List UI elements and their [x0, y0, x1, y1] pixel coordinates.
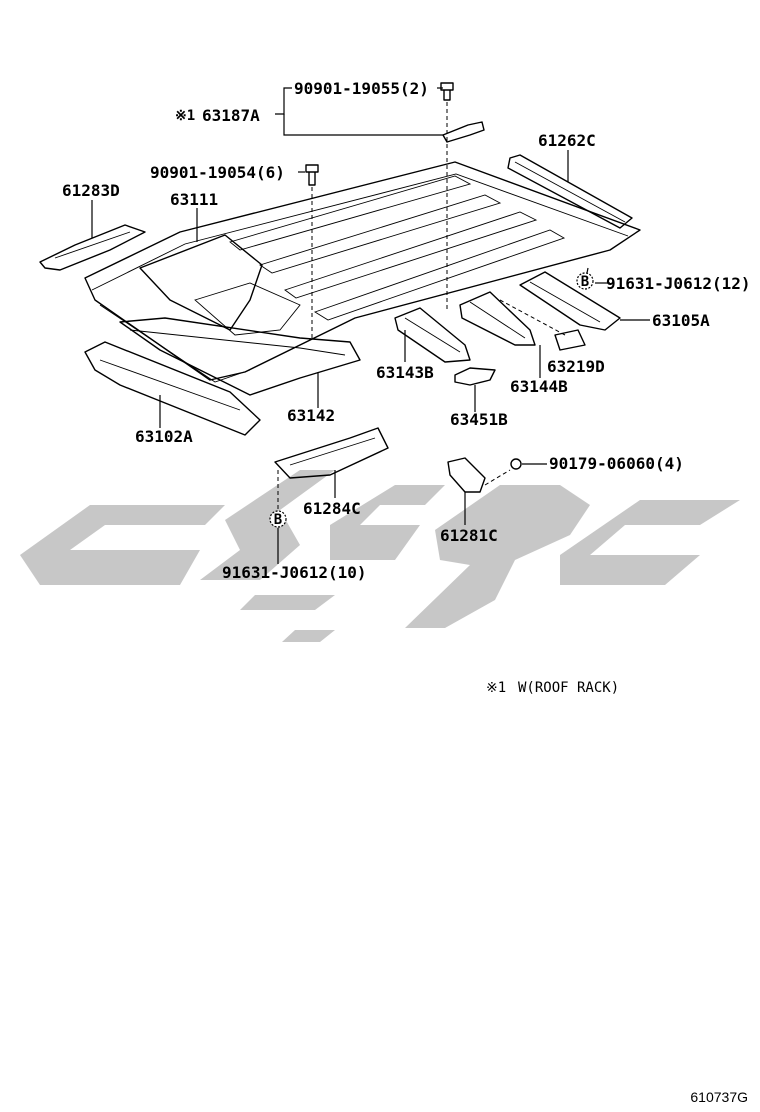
roof-bow-63144B: [459, 291, 536, 346]
part-label-63143B: 63143B: [376, 363, 434, 382]
part-label-63219D: 63219D: [547, 357, 605, 376]
part-label-90901-19054: 90901-19054(6): [150, 163, 285, 182]
leader-lines: [91, 87, 650, 564]
callout-b-label: B: [274, 512, 282, 528]
part-label-63105A: 63105A: [652, 311, 710, 330]
roof-rail-63142: [119, 317, 361, 396]
callout-b-label: B: [581, 274, 589, 290]
bracket-63451B: [454, 367, 496, 386]
rail-reinforcement-61283D: [39, 224, 146, 271]
watermark-logo: [20, 470, 740, 642]
pad-63219D: [554, 329, 586, 351]
callout-b-marker: B: [576, 272, 594, 290]
part-label-91631-J0612-10: 91631-J0612(10): [222, 563, 367, 582]
footnote-mark: ※1: [486, 680, 506, 696]
part-label-90901-19055: 90901-19055(2): [294, 79, 429, 98]
roof-header-63102A: [84, 341, 261, 436]
part-label-63187A: 63187A: [202, 106, 260, 125]
part-label-63187A-mark: ※1: [175, 108, 195, 124]
roof-bow-63105A: [519, 271, 621, 331]
callout-b-marker: B: [269, 510, 287, 528]
part-label-61262C: 61262C: [538, 131, 596, 150]
bracket-63187A: [442, 121, 485, 143]
assembly-guide-lines: [277, 102, 566, 510]
bracket-61281C: [447, 457, 486, 493]
side-rail-61262C: [507, 154, 633, 229]
part-label-63451B: 63451B: [450, 410, 508, 429]
part-label-63142: 63142: [287, 406, 335, 425]
roof-bow-63143B: [394, 307, 471, 363]
part-label-63111: 63111: [170, 190, 218, 209]
part-label-63102A: 63102A: [135, 427, 193, 446]
reinforcement-61284C: [274, 427, 389, 479]
footnote-text: W(ROOF RACK): [518, 680, 619, 696]
part-label-91631-J0612-12: 91631-J0612(12): [606, 274, 751, 293]
figure-id: 610737G: [690, 1089, 748, 1105]
part-label-61281C: 61281C: [440, 526, 498, 545]
roof-panel-63111: [84, 161, 641, 383]
part-label-63144B: 63144B: [510, 377, 568, 396]
part-label-61284C: 61284C: [303, 499, 361, 518]
part-label-90179-06060: 90179-06060(4): [549, 454, 684, 473]
part-label-61283D: 61283D: [62, 181, 120, 200]
